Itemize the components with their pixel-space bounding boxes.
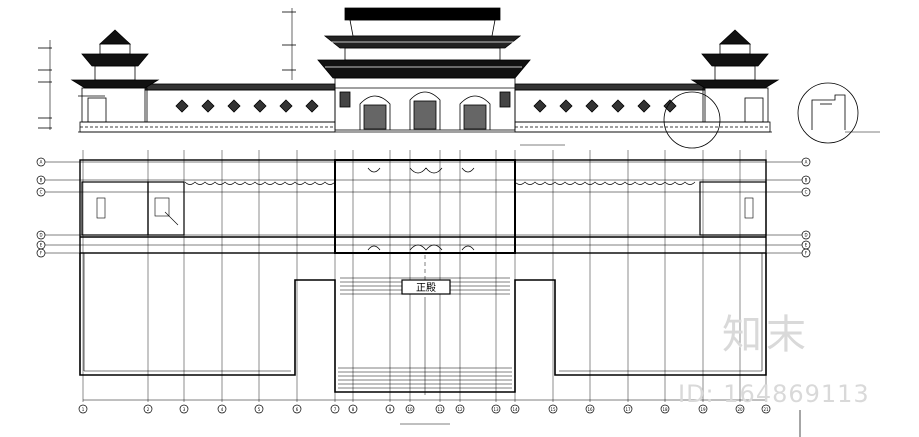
axis-label-right: F (805, 251, 808, 256)
floor-plan (38, 150, 810, 437)
axis-label-right: E (805, 243, 808, 248)
axis-bubble-right (801, 230, 811, 240)
axis-bubble-left (36, 230, 46, 240)
center-sign-frame (401, 279, 451, 295)
axis-bubble-bottom (585, 404, 595, 414)
watermark-id: ID: 164869113 (678, 380, 870, 408)
axis-label-bottom: 5 (258, 407, 261, 412)
axis-bubble-left (36, 248, 46, 258)
axis-label-left: A (40, 160, 43, 165)
axis-label-bottom: 6 (296, 407, 299, 412)
axis-label-bottom: 20 (737, 407, 743, 412)
axis-label-left: D (39, 233, 42, 238)
axis-bubble-bottom (698, 404, 708, 414)
axis-label-right: A (805, 160, 808, 165)
axis-label-bottom: 1 (82, 407, 85, 412)
axis-bubble-bottom (292, 404, 302, 414)
axis-label-bottom: 2 (147, 407, 150, 412)
axis-label-left: B (40, 178, 43, 183)
axis-label-bottom: 4 (221, 407, 224, 412)
axis-label-bottom: 11 (437, 407, 443, 412)
axis-label-bottom: 14 (512, 407, 518, 412)
axis-label-bottom: 3 (183, 407, 186, 412)
axis-bubble-bottom (254, 404, 264, 414)
axis-bubble-bottom (548, 404, 558, 414)
watermark-logo: 知末 (722, 312, 810, 358)
axis-bubble-left (36, 157, 46, 167)
axis-label-right: B (805, 178, 808, 183)
axis-label-bottom: 15 (550, 407, 556, 412)
axis-label-left: E (40, 243, 43, 248)
axis-label-bottom: 19 (700, 407, 706, 412)
axis-bubble-bottom (348, 404, 358, 414)
axis-bubble-right (801, 157, 811, 167)
axis-bubble-bottom (623, 404, 633, 414)
axis-bubble-bottom (455, 404, 465, 414)
axis-bubble-bottom (435, 404, 445, 414)
axis-label-right: D (804, 233, 807, 238)
axis-label-bottom: 18 (662, 407, 668, 412)
axis-bubble-bottom (510, 404, 520, 414)
axis-label-bottom: 9 (389, 407, 392, 412)
axis-bubbles-left: A B C DEF (36, 157, 46, 258)
axis-label-bottom: 21 (763, 407, 769, 412)
axis-bubble-bottom (405, 404, 415, 414)
axis-bubble-bottom (78, 404, 88, 414)
axis-bubble-left (36, 187, 46, 197)
axis-label-left: F (40, 251, 43, 256)
axis-bubble-bottom (217, 404, 227, 414)
elevation-drawing (38, 7, 880, 149)
axis-label-bottom: 7 (334, 407, 337, 412)
axis-label-bottom: 16 (587, 407, 593, 412)
axis-label-left: C (40, 190, 43, 195)
axis-bubble-right (801, 187, 811, 197)
axis-bubble-bottom (143, 404, 153, 414)
axis-bubble-bottom (761, 404, 771, 414)
axis-bubble-bottom (491, 404, 501, 414)
axis-bubble-bottom (179, 404, 189, 414)
axis-bubble-bottom (385, 404, 395, 414)
axis-label-bottom: 10 (407, 407, 413, 412)
axis-label-bottom: 8 (352, 407, 355, 412)
axis-bubble-bottom (660, 404, 670, 414)
center-sign-text: 正殿 (416, 282, 436, 294)
axis-bubble-bottom (330, 404, 340, 414)
axis-label-bottom: 12 (457, 407, 463, 412)
axis-label-right: C (805, 190, 808, 195)
axis-label-bottom: 13 (493, 407, 499, 412)
axis-bubble-right (801, 248, 811, 258)
axis-bubble-left (36, 175, 46, 185)
axis-bubble-right (801, 175, 811, 185)
axis-bubbles-right: A B C DEF (801, 157, 811, 258)
axis-bubble-bottom (735, 404, 745, 414)
axis-label-bottom: 17 (625, 407, 631, 412)
